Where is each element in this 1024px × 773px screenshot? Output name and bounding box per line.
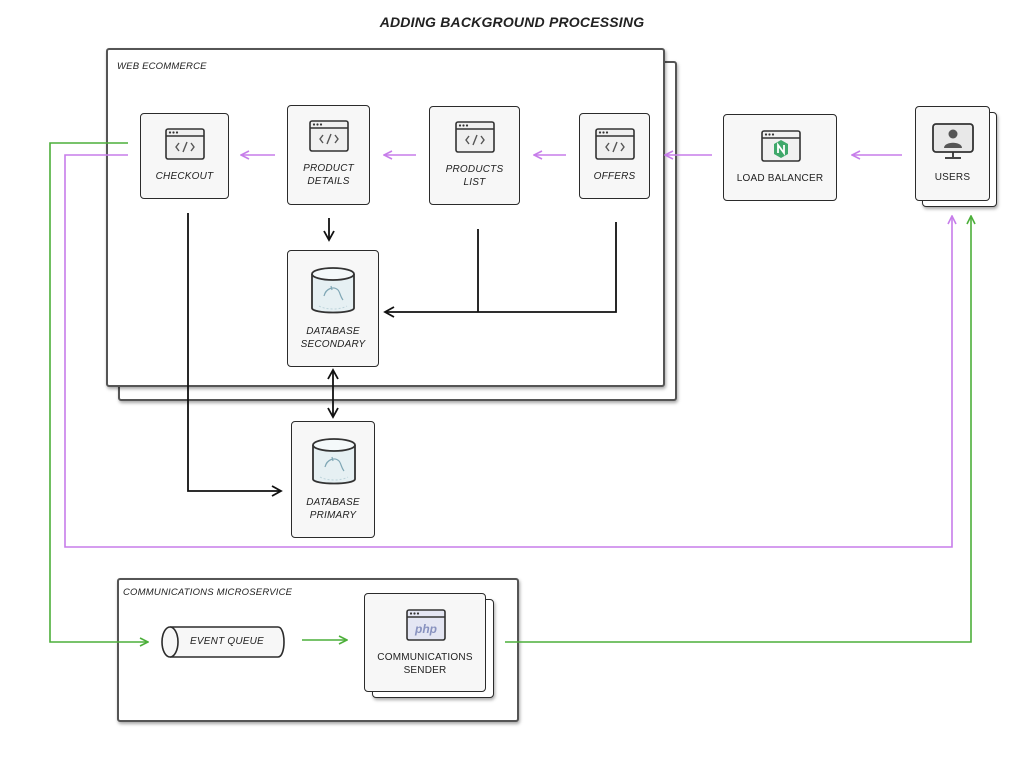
offers-label: OFFERS [593,171,636,182]
database-primary-node[interactable]: DATABASE PRIMARY [291,421,375,538]
user-monitor-icon [932,123,974,159]
php-logo-text: php [414,622,437,636]
communications-sender-label-line1: COMMUNICATIONS [377,652,473,663]
code-window-icon [165,128,205,160]
database-primary-label-line1: DATABASE [306,497,360,508]
product-details-node[interactable]: PRODUCT DETAILS [287,105,370,205]
checkout-label: CHECKOUT [155,171,214,182]
checkout-node[interactable]: CHECKOUT [140,113,229,199]
nginx-icon [761,130,801,162]
web-ecommerce-label: WEB ECOMMERCE [117,61,207,72]
product-details-label-line2: DETAILS [307,176,350,187]
arrow-sender-to-users [505,216,971,643]
event-queue-label: EVENT QUEUE [190,636,264,647]
communications-label: COMMUNICATIONS MICROSERVICE [123,587,293,598]
queue-cylinder-icon [161,626,285,658]
communications-sender-label-line2: SENDER [403,665,447,676]
event-queue-node[interactable]: EVENT QUEUE [160,625,288,659]
load-balancer-node[interactable]: LOAD BALANCER [723,114,837,201]
code-window-icon [309,120,349,152]
users-label: USERS [934,172,971,183]
code-window-icon [595,128,635,160]
mysql-database-icon [311,267,355,314]
database-primary-label-line2: PRIMARY [309,510,357,521]
offers-node[interactable]: OFFERS [579,113,650,199]
arrow-checkout-to-db-primary [187,213,283,497]
products-list-label-line1: PRODUCTS [445,164,504,175]
load-balancer-label: LOAD BALANCER [736,173,824,184]
product-details-label-line1: PRODUCT [303,163,354,174]
mysql-database-icon [312,438,356,485]
database-secondary-node[interactable]: DATABASE SECONDARY [287,250,379,367]
users-node[interactable]: USERS [915,106,990,201]
products-list-node[interactable]: PRODUCTS LIST [429,106,520,205]
php-window-icon: php [406,609,446,641]
web-ecommerce-group [106,48,665,387]
arrow-checkout-to-users [64,154,952,548]
arrow-checkout-to-queue [49,142,148,642]
communications-sender-node[interactable]: php COMMUNICATIONS SENDER [364,593,486,692]
code-window-icon [455,121,495,153]
diagram-title: ADDING BACKGROUND PROCESSING [379,14,645,30]
database-secondary-label-line2: SECONDARY [300,339,366,350]
products-list-label-line2: LIST [463,177,486,188]
arrow-offers-to-db-secondary [383,222,617,318]
database-secondary-label-line1: DATABASE [306,326,360,337]
